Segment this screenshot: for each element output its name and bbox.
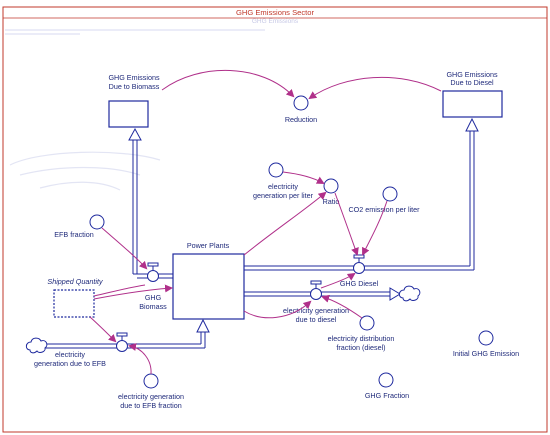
converter-reduction[interactable]: Reduction <box>285 95 317 124</box>
connector-biomass-to-reduction <box>161 69 295 98</box>
stock-biomass-label-1: GHG Emissions <box>108 73 160 82</box>
connector-co2-to-ghg-diesel <box>362 200 388 256</box>
converter-efb-gen-fraction-label-1: electricity generation <box>118 392 184 401</box>
stock-shipped-quantity[interactable]: Shipped Quantity <box>47 277 103 318</box>
converter-ratio[interactable]: Ratio <box>323 178 340 206</box>
valve-elec-gen-diesel[interactable]: electricity generation due to diesel <box>283 280 349 324</box>
valve-elec-gen-efb-label-1: electricity <box>55 350 85 359</box>
valve-elec-gen-diesel-label-2: due to diesel <box>296 315 337 324</box>
valve-elec-gen-efb[interactable]: electricity generation due to EFB <box>34 332 128 368</box>
connector-shipped-to-efb-valve <box>89 316 117 343</box>
sector-faint-title: GHG Emissions <box>252 18 299 25</box>
connector-efb-gen-fraction-to-efb-valve <box>128 343 152 375</box>
stock-ghg-emissions-diesel[interactable]: GHG Emissions Due to Diesel <box>442 70 503 118</box>
valve-elec-gen-diesel-label-1: electricity generation <box>283 306 349 315</box>
converter-ratio-label: Ratio <box>323 197 340 206</box>
connector-power-plants-to-ratio <box>243 191 327 256</box>
converter-ghg-fraction-label: GHG Fraction <box>365 391 409 400</box>
converter-elec-per-liter[interactable]: electricity generation per liter <box>253 162 314 200</box>
stock-power-plants[interactable]: Power Plants <box>172 241 245 320</box>
connector-efb-fraction-to-ghg-biomass <box>101 227 148 270</box>
flow-pipe-ghg-biomass <box>128 127 173 279</box>
sector-frame <box>2 6 548 433</box>
connector-elec-gen-diesel-to-ghg-diesel <box>320 272 356 289</box>
stock-biomass-label-2: Due to Biomass <box>109 82 160 91</box>
converter-elec-per-liter-label-1: electricity <box>268 182 298 191</box>
valve-ghg-biomass-label-2: Biomass <box>139 302 167 311</box>
converter-ghg-fraction[interactable]: GHG Fraction <box>365 372 409 400</box>
converter-co2-per-liter[interactable]: CO2 emission per liter <box>348 186 420 214</box>
valve-elec-gen-efb-label-2: generation due to EFB <box>34 359 106 368</box>
connector-elec-dist-fraction-to-elec-gen-diesel <box>321 294 363 319</box>
converter-initial-ghg-emission[interactable]: Initial GHG Emission <box>453 330 519 358</box>
stock-power-plants-label: Power Plants <box>187 241 230 250</box>
connector-ratio-to-ghg-diesel <box>334 192 359 256</box>
faint-scribble-top <box>5 29 265 35</box>
connector-shipped-to-power-plants <box>93 284 173 300</box>
stock-shipped-label: Shipped Quantity <box>47 277 103 286</box>
connector-diesel-to-reduction <box>308 76 442 100</box>
connector-shipped-to-ghg-biomass <box>93 284 146 297</box>
valve-ghg-diesel[interactable]: GHG Diesel <box>340 254 379 288</box>
converter-elec-per-liter-label-2: generation per liter <box>253 191 314 200</box>
converter-elec-dist-fraction-label-1: electricity distribution <box>328 334 395 343</box>
converter-efb-gen-fraction-label-2: due to EFB fraction <box>120 401 182 410</box>
cloud-source-efb-icon <box>25 337 48 354</box>
converter-efb-gen-fraction[interactable]: electricity generation due to EFB fracti… <box>118 373 184 410</box>
connector-power-plants-to-elec-gen-diesel <box>243 300 312 319</box>
valve-ghg-biomass-label-1: GHG <box>145 293 162 302</box>
converter-efb-fraction[interactable]: EFB fraction <box>54 214 105 239</box>
converter-elec-dist-fraction[interactable]: electricity distribution fraction (diese… <box>328 315 395 352</box>
stock-ghg-emissions-biomass[interactable]: GHG Emissions Due to Biomass <box>108 73 160 128</box>
converter-reduction-label: Reduction <box>285 115 317 124</box>
valve-ghg-biomass[interactable]: GHG Biomass <box>139 262 167 311</box>
converter-initial-ghg-label: Initial GHG Emission <box>453 349 519 358</box>
converter-efb-fraction-label: EFB fraction <box>54 230 94 239</box>
stock-diesel-label-2: Due to Diesel <box>450 78 494 87</box>
connector-elec-per-liter-to-ratio <box>282 171 325 184</box>
cloud-sink-diesel-icon <box>398 285 421 302</box>
faint-scribble-mid <box>9 151 161 191</box>
converter-elec-dist-fraction-label-2: fraction (diesel) <box>336 343 385 352</box>
valve-ghg-diesel-label: GHG Diesel <box>340 279 379 288</box>
stock-diesel-label-1: GHG Emissions <box>446 70 498 79</box>
sector-title: GHG Emissions Sector <box>236 8 315 17</box>
